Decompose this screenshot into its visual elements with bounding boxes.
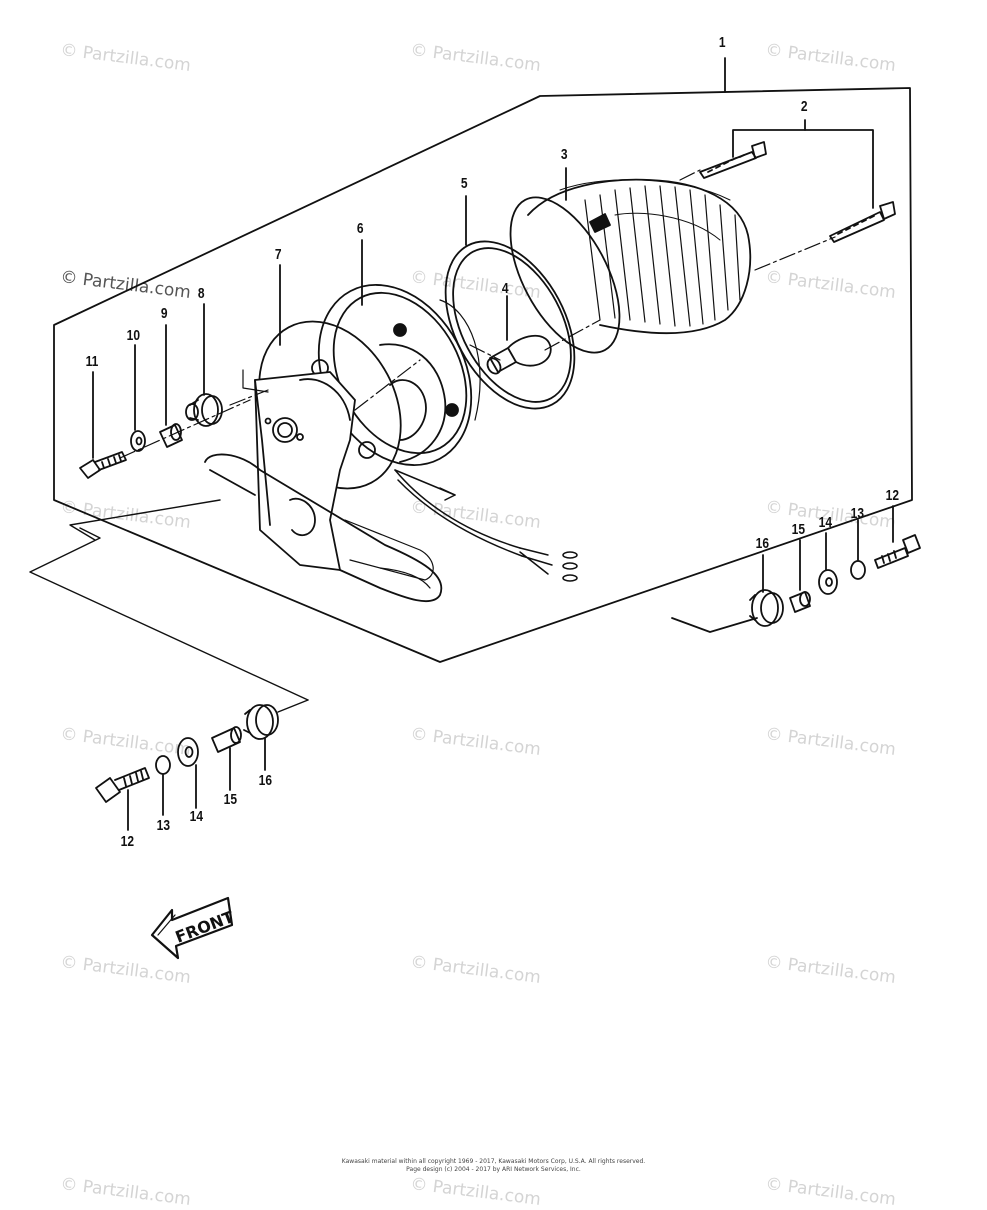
callout-5: 5 (460, 175, 468, 192)
housing-7 (204, 320, 447, 603)
lockwasher-13-lower (155, 755, 171, 775)
wire-harness (394, 469, 578, 582)
callout-16-lower: 16 (258, 772, 273, 789)
screw-2-lower (829, 201, 896, 243)
copyright-line-1: Kawasaki material within all copyright 1… (341, 1158, 646, 1165)
callout-16-right: 16 (755, 535, 770, 552)
callout-10: 10 (126, 327, 141, 344)
bolt-12-right (874, 534, 921, 569)
lens-cover-3 (509, 178, 752, 354)
leader-2 (732, 129, 874, 209)
bolt-12-lower (95, 767, 150, 803)
collar-9 (159, 423, 183, 448)
callout-12-right: 12 (885, 487, 900, 504)
callout-12-lower: 12 (120, 833, 135, 850)
alignment-lines (119, 169, 836, 459)
assembly-boundary (53, 87, 913, 663)
callout-14-lower: 14 (189, 808, 204, 825)
callout-3: 3 (560, 146, 568, 163)
callout-8: 8 (197, 285, 205, 302)
callout-13-right: 13 (850, 505, 865, 522)
callout-13-lower: 13 (156, 817, 171, 834)
callout-1: 1 (718, 34, 726, 51)
washer-10 (130, 430, 146, 452)
callout-7: 7 (274, 246, 282, 263)
grommet-16-lower (243, 704, 279, 740)
washer-14-lower (177, 737, 199, 767)
callout-2: 2 (800, 98, 808, 115)
collar-15-right (789, 591, 811, 613)
grommet-8 (185, 393, 223, 427)
screw-2-upper (699, 141, 767, 179)
callout-15-right: 15 (791, 521, 806, 538)
callout-4: 4 (501, 280, 509, 297)
callout-6: 6 (356, 220, 364, 237)
grommet-16-right (749, 589, 784, 627)
copyright-line-2: Page design (c) 2004 - 2017 by ARI Netwo… (406, 1166, 581, 1173)
connector-lines (29, 499, 309, 701)
bulb-4 (486, 335, 552, 375)
washer-14-right (818, 569, 838, 595)
bolt-11 (79, 451, 127, 479)
collar-15-lower (211, 726, 242, 753)
callout-15-lower: 15 (223, 791, 238, 808)
callout-11: 11 (85, 353, 99, 370)
lockwasher-13-right (850, 560, 866, 580)
callout-14-right: 14 (818, 514, 833, 531)
arrow-right-set (671, 617, 758, 633)
callout-9: 9 (160, 305, 168, 322)
front-arrow-icon (150, 896, 234, 960)
front-arrow-label: FRONT (173, 907, 237, 947)
